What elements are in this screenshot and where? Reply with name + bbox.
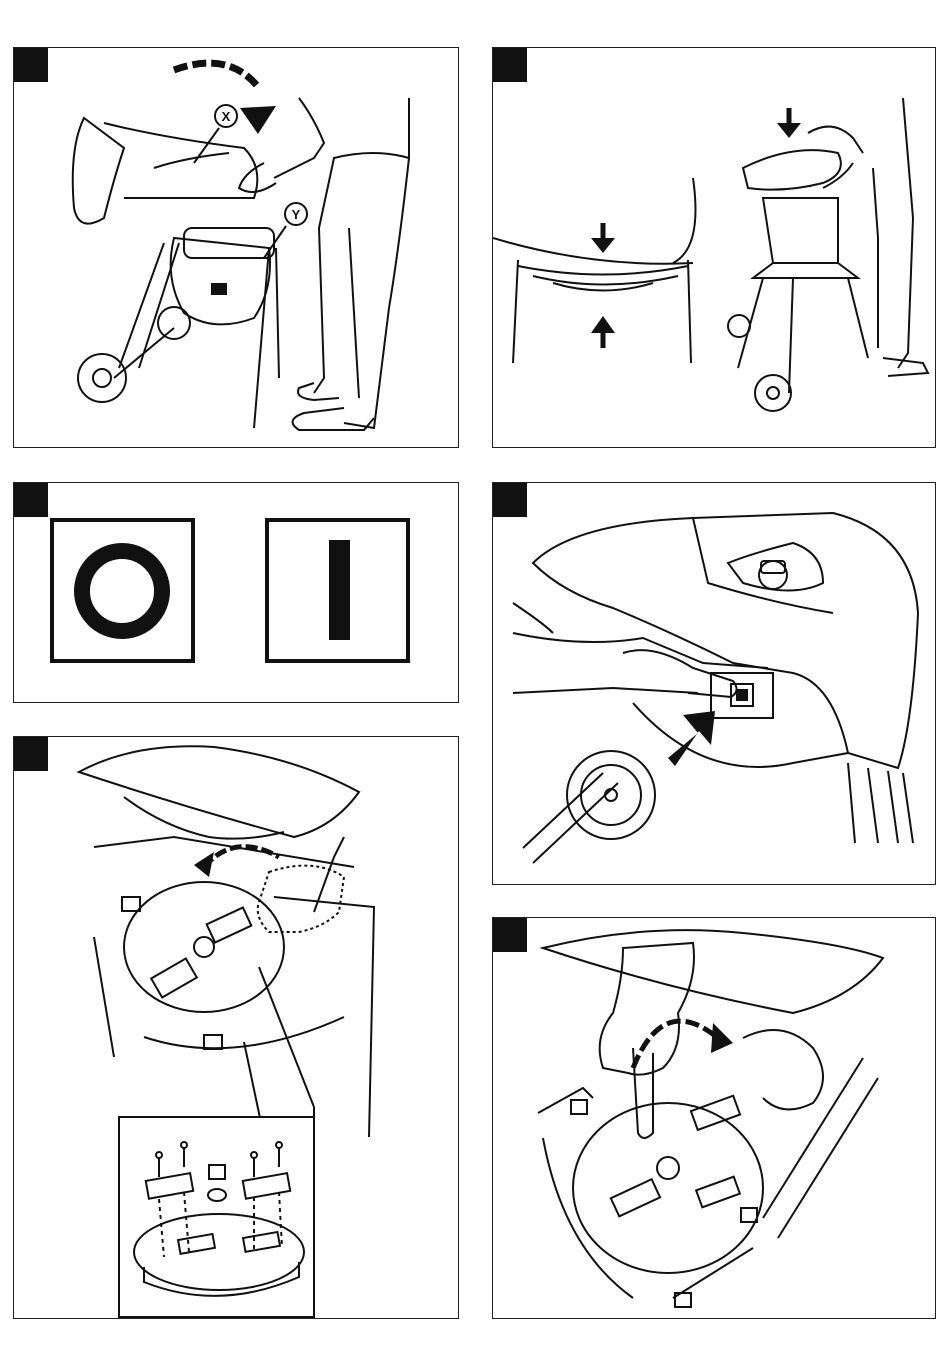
rotate-arrow: [711, 1023, 733, 1053]
figure-5-blade-removal: [13, 736, 459, 1319]
figure-2-drawing: [493, 48, 936, 448]
figure-1-close-hopper: X Y: [13, 47, 459, 448]
figure-1-drawing: X Y: [14, 48, 459, 448]
off-symbol-o: [82, 551, 162, 631]
callout-x: X: [222, 109, 231, 124]
figure-6-turn-disc: [492, 917, 936, 1319]
exploded-view-inset: [119, 1117, 314, 1317]
down-arrow: [591, 238, 615, 253]
down-arrow-small: [777, 123, 801, 138]
on-symbol-box: [267, 520, 408, 661]
on-symbol-i: [329, 540, 350, 640]
figure-5-drawing: [14, 737, 459, 1319]
figure-4-drawing: [493, 483, 936, 885]
figure-4-press-switch: [492, 482, 936, 885]
callout-y: Y: [292, 207, 301, 222]
curved-arrow-head: [240, 106, 276, 134]
up-arrow: [591, 316, 615, 333]
figure-2-fit-hopper: [492, 47, 936, 448]
off-symbol-box: [52, 520, 193, 661]
figure-3-drawing: [14, 483, 459, 703]
figure-3-switch-symbols: [13, 482, 459, 703]
figure-6-drawing: [493, 918, 936, 1319]
rotate-arrow: [194, 852, 214, 877]
